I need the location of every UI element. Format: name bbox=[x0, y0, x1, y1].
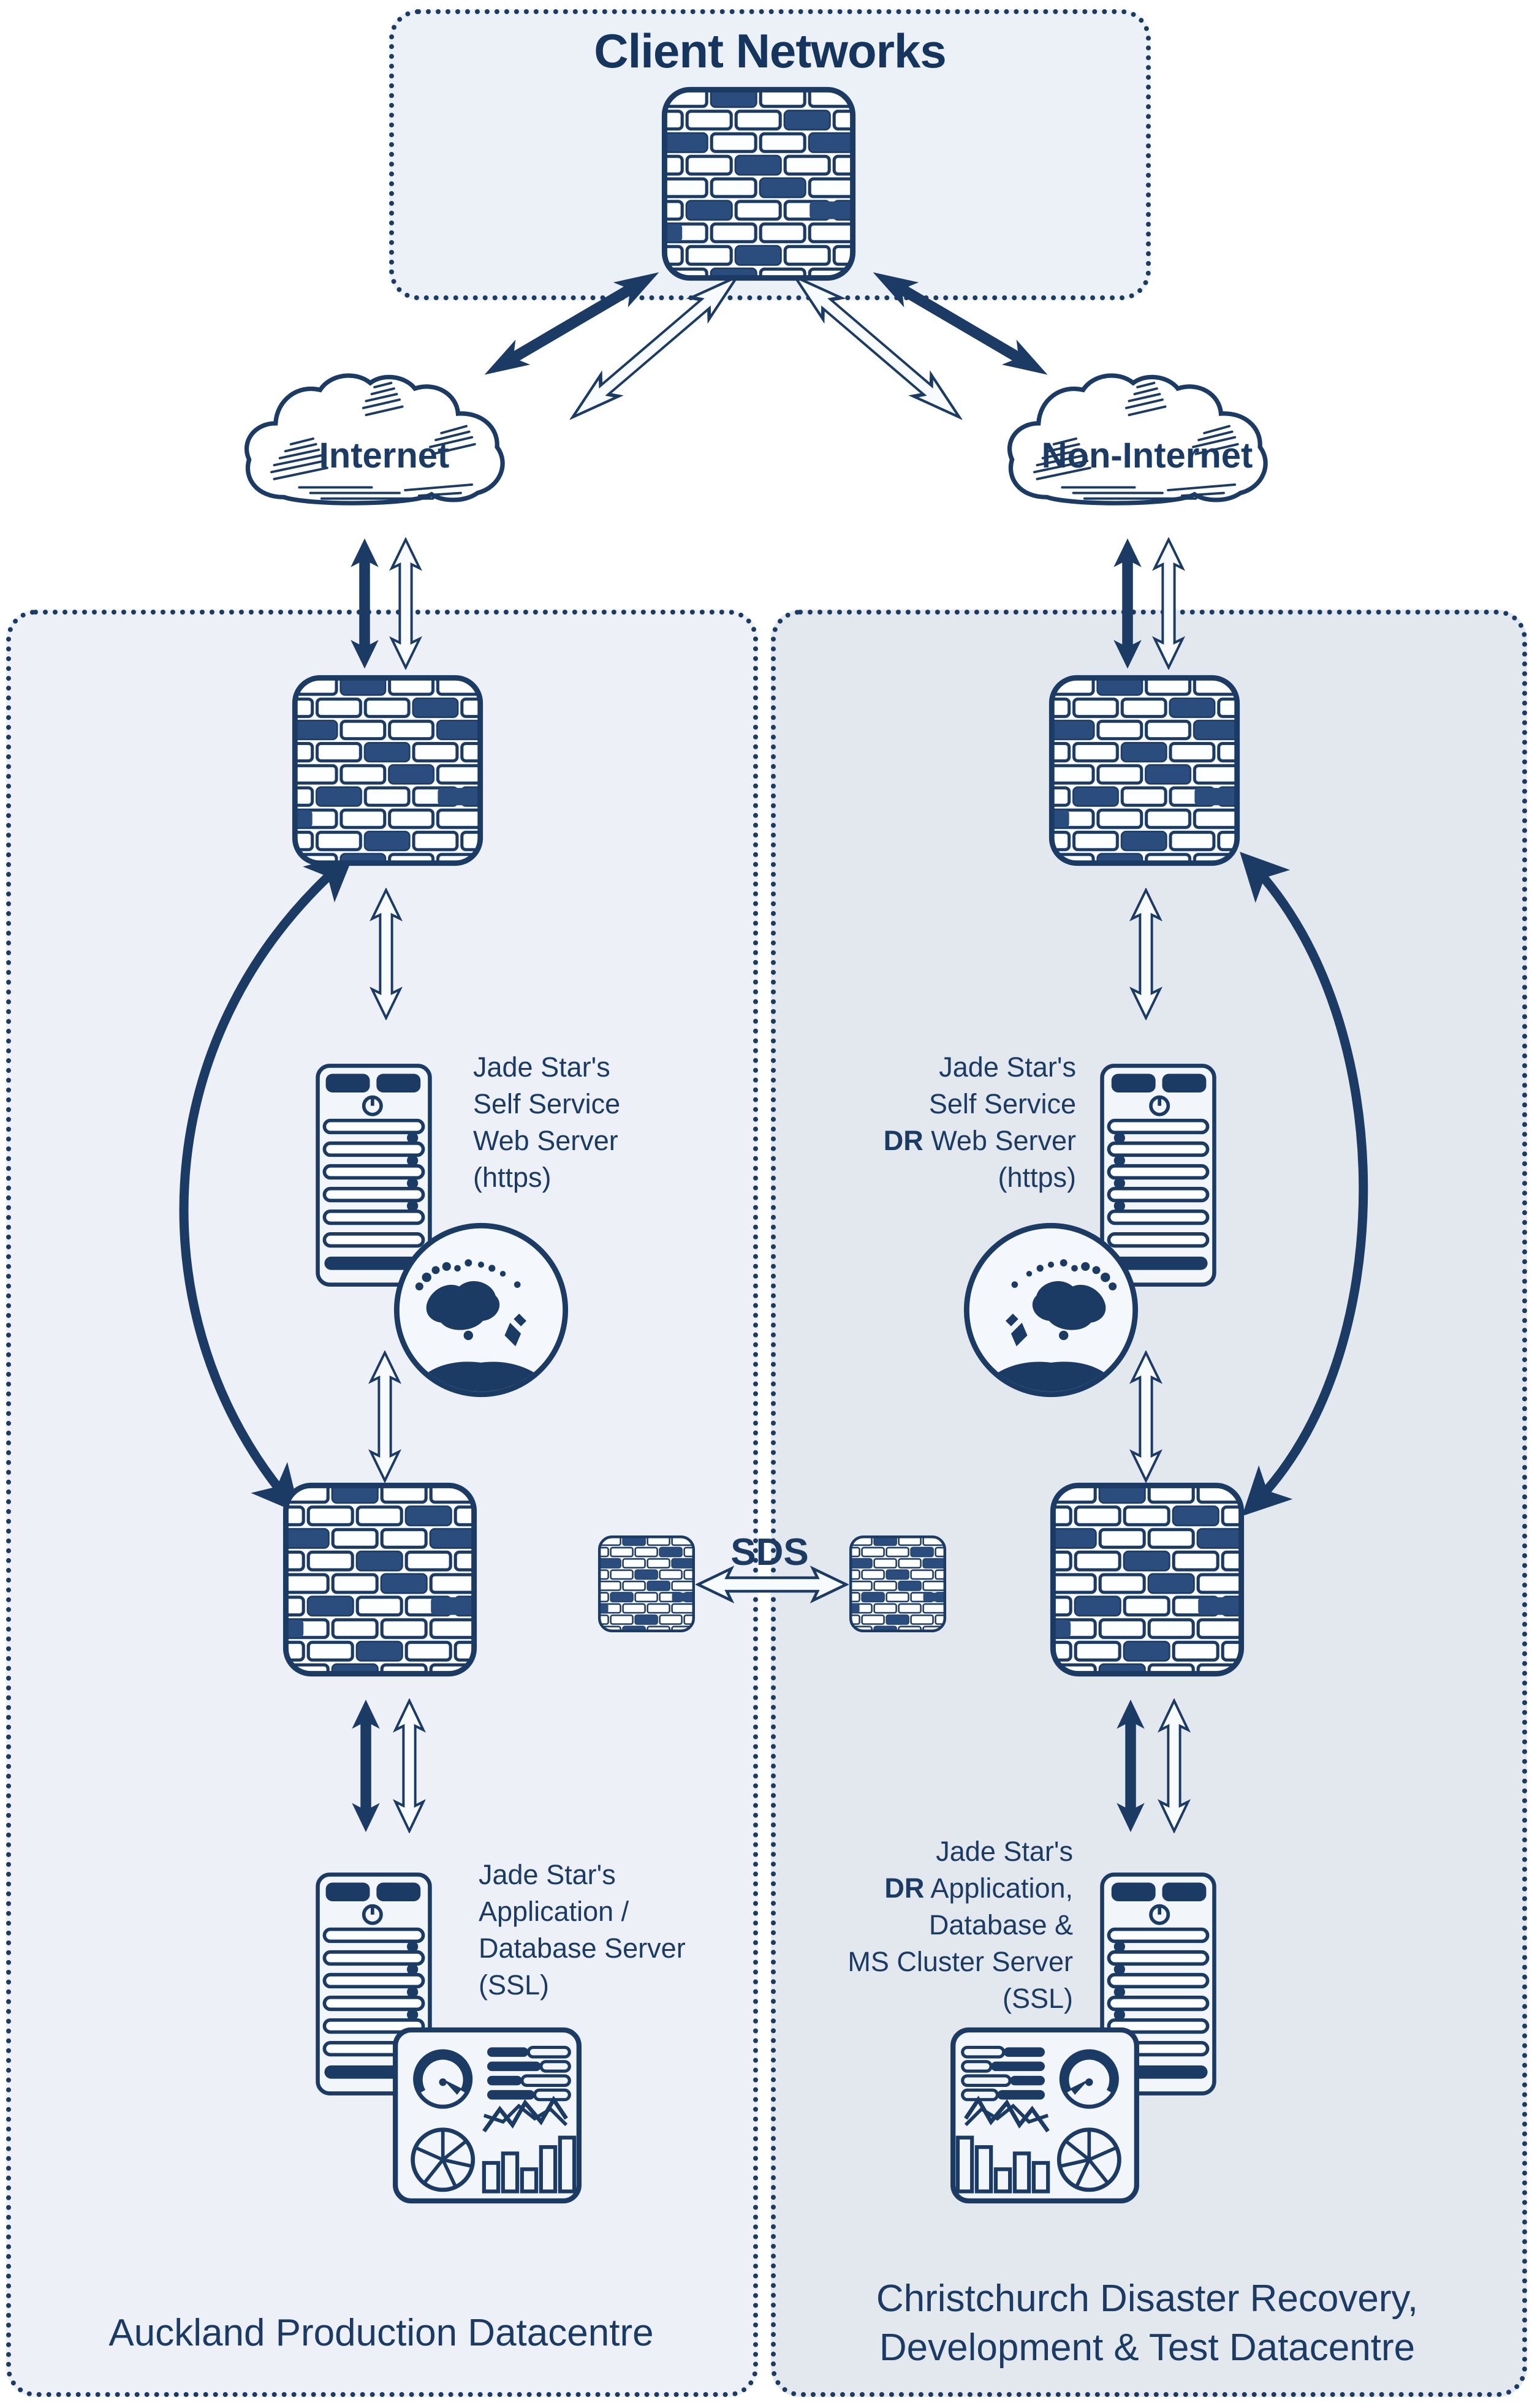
chc-internal-firewall-icon bbox=[1039, 1482, 1245, 1683]
arrow-hollow-chc-webserver-firewall2 bbox=[1132, 1353, 1160, 1481]
arc-arrow-auckland-firewalls bbox=[179, 852, 355, 1514]
arrow-solid-noninternet-chc-firewall bbox=[1113, 538, 1142, 669]
akl-web-server-label: Jade Star's Self Service Web Server (htt… bbox=[473, 1051, 621, 1193]
arrow-hollow-internet-akl-firewall bbox=[392, 540, 420, 668]
akl-dashboard-icon bbox=[395, 2030, 579, 2201]
arrow-hollow-client-noninternet bbox=[786, 266, 968, 428]
akl-perimeter-firewall-icon bbox=[281, 674, 484, 872]
chc-dashboard-icon bbox=[953, 2030, 1137, 2201]
arrow-solid-internet-akl-firewall bbox=[351, 538, 379, 669]
chc-web-server-icon bbox=[1102, 1066, 1215, 1284]
arrow-hollow-chc-firewall2-appserver bbox=[1160, 1701, 1188, 1831]
arrow-hollow-akl-firewall2-appserver bbox=[395, 1701, 423, 1831]
akl-internal-firewall-icon bbox=[272, 1482, 478, 1683]
auckland-caption: Auckland Production Datacentre bbox=[108, 2312, 654, 2354]
chc-app-server-label: Jade Star's DR Application, Database & M… bbox=[848, 1836, 1073, 2014]
sds-label: SDS bbox=[730, 1531, 809, 1573]
arc-arrow-christchurch-firewalls bbox=[1240, 852, 1368, 1516]
akl-web-server-icon bbox=[318, 1066, 430, 1284]
christchurch-caption: Christchurch Disaster Recovery, Developm… bbox=[876, 2277, 1419, 2369]
arrow-hollow-chc-firewall-webserver bbox=[1132, 890, 1160, 1018]
chc-sds-firewall-icon bbox=[844, 1535, 947, 1635]
non-internet-cloud-label: Non-Internet bbox=[1041, 436, 1253, 475]
arrow-solid-chc-firewall2-appserver bbox=[1117, 1699, 1145, 1833]
chc-globe-icon bbox=[966, 1225, 1135, 1404]
akl-app-server-label: Jade Star's Application / Database Serve… bbox=[479, 1859, 686, 2001]
chc-perimeter-firewall-icon bbox=[1038, 674, 1241, 872]
client-networks-firewall-icon bbox=[651, 86, 857, 287]
arrow-hollow-akl-firewall-webserver bbox=[372, 890, 400, 1018]
internet-cloud-label: Internet bbox=[319, 436, 450, 475]
akl-sds-firewall-icon bbox=[593, 1535, 696, 1635]
chc-web-server-label: Jade Star's Self Service DR Web Server (… bbox=[883, 1051, 1076, 1193]
client-networks-title: Client Networks bbox=[594, 24, 946, 78]
arrow-hollow-client-internet bbox=[564, 266, 746, 428]
arrow-solid-akl-firewall2-appserver bbox=[352, 1699, 380, 1833]
arrow-hollow-noninternet-chc-firewall bbox=[1155, 540, 1183, 668]
arrow-hollow-akl-webserver-firewall2 bbox=[371, 1353, 399, 1481]
akl-globe-icon bbox=[396, 1225, 565, 1404]
